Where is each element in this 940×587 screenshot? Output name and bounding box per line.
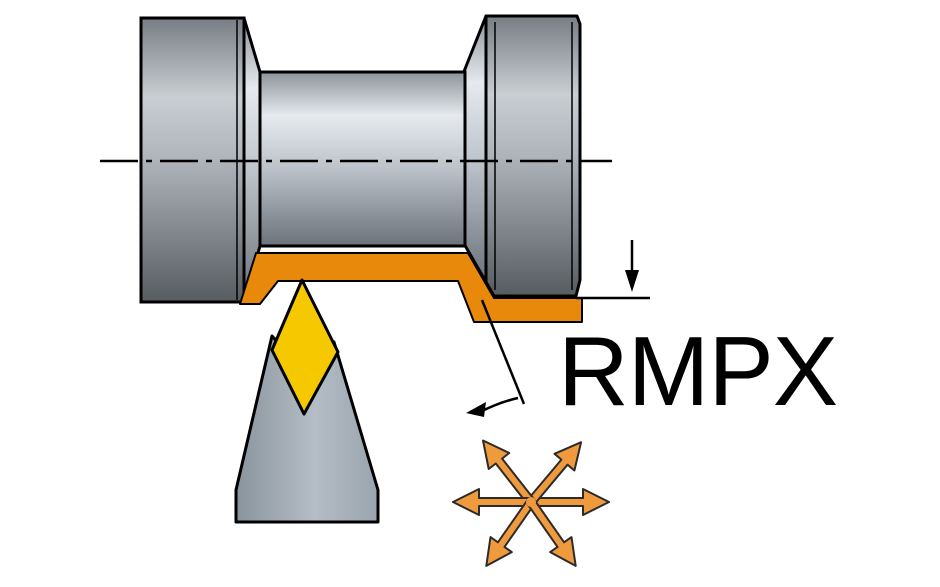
diamond-insert — [270, 278, 340, 416]
feed-arrow-up-right — [526, 441, 583, 506]
feed-direction-arrows — [452, 439, 610, 567]
feed-arrows-hub — [526, 497, 536, 507]
ramping-angle-indicator — [466, 299, 526, 417]
insert-designation: RMPX — [558, 316, 837, 426]
feed-arrow-down-right — [526, 498, 577, 567]
angle-arc — [479, 396, 519, 414]
workpiece-shaft — [139, 14, 582, 304]
ramp-line — [480, 299, 526, 405]
right-flange — [484, 14, 582, 298]
neck — [256, 70, 467, 248]
depth-of-cut-indicator — [576, 240, 650, 300]
depth-arrow-head — [625, 270, 639, 292]
feed-arrow-down-left — [485, 498, 536, 567]
machined-profile — [239, 252, 583, 323]
angle-arrow-head — [466, 402, 486, 417]
feed-arrow-up-left — [482, 439, 536, 506]
